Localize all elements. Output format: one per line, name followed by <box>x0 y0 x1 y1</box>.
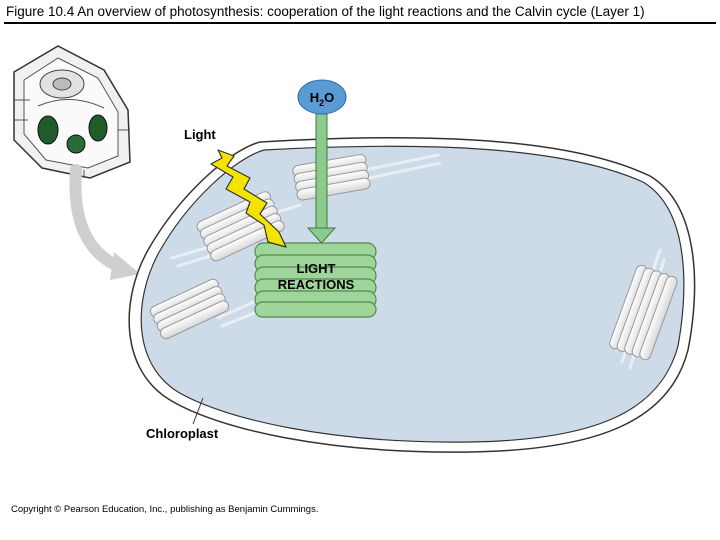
h2o-arrowhead <box>306 227 337 244</box>
zoom-arrow <box>69 164 128 274</box>
figure-title: Figure 10.4 An overview of photosynthesi… <box>6 4 645 19</box>
granum-top <box>292 154 371 201</box>
h2o-label: H2O <box>310 90 335 108</box>
light-reactions-label-line1: LIGHT <box>297 261 336 276</box>
copyright-notice: Copyright © Pearson Education, Inc., pub… <box>11 504 319 515</box>
chloroplast-label: Chloroplast <box>146 426 219 441</box>
zoom-arrowhead <box>110 252 140 280</box>
granum-right <box>609 264 678 361</box>
h2o-badge <box>297 79 347 115</box>
light-label: Light <box>184 127 216 142</box>
light-lightning-bolt <box>210 149 287 248</box>
granum-left-lower <box>149 278 230 340</box>
light-reactions-label-line2: REACTIONS <box>278 277 355 292</box>
plant-cell-illustration <box>13 45 131 179</box>
h2o-arrow-shaft <box>315 113 328 230</box>
title-rule <box>4 22 716 24</box>
chloroplast-leader-line <box>192 397 204 425</box>
light-reactions-stack <box>254 242 377 318</box>
